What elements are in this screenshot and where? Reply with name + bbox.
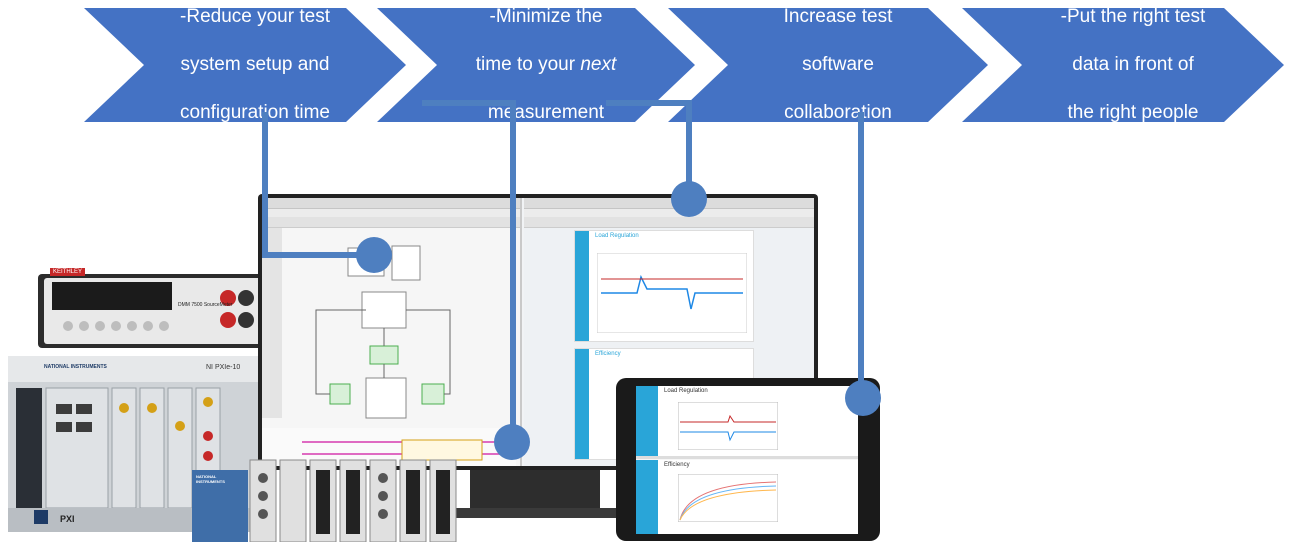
tablet-load-regulation-panel: Load Regulation	[636, 386, 858, 459]
pxi-brand: NATIONAL INSTRUMENTS	[44, 364, 107, 370]
step-3-line-2: software	[802, 54, 874, 75]
tablet-efficiency-graph	[678, 474, 778, 522]
tablet: Load Regulation Efficiency	[616, 378, 880, 541]
load-regulation-title: Load Regulation	[595, 233, 639, 239]
monitor-stand	[470, 470, 600, 510]
step-4-line-1: -Put the right test	[1060, 6, 1206, 27]
connector-4-dot	[845, 380, 881, 416]
panel-accent-bar-2	[575, 349, 589, 459]
window-menubar-right	[524, 209, 814, 217]
load-regulation-graph	[597, 253, 747, 333]
step-chevron-4: -Put the right test data in front of the…	[962, 6, 1284, 123]
step-chevron-3: Increase test software collaboration	[668, 6, 988, 123]
step-3-line-3: collaboration	[784, 102, 892, 123]
tablet-load-regulation-title: Load Regulation	[664, 388, 708, 394]
connector-1-horizontal	[262, 252, 374, 258]
step-2-line-3: measurement	[487, 102, 605, 123]
connector-4-vertical	[858, 112, 864, 398]
step-chevron-1: -Reduce your test system setup and confi…	[84, 6, 406, 123]
step-1-line-1: -Reduce your test	[180, 6, 330, 27]
step-1-line-3: configuration time	[180, 102, 330, 123]
pxi-label: PXI	[60, 514, 75, 524]
connector-3-dot	[671, 181, 707, 217]
connector-3-horizontal	[606, 100, 692, 106]
step-chevron-2: -Minimize the time to your next measurem…	[377, 6, 695, 123]
load-regulation-panel: Load Regulation	[574, 230, 754, 342]
window-titlebar-right	[524, 198, 814, 209]
step-1-line-2: system setup and	[180, 54, 330, 75]
tablet-screen: Load Regulation Efficiency	[636, 386, 858, 534]
tablet-efficiency-title: Efficiency	[664, 462, 690, 468]
block-diagram-window	[262, 198, 522, 466]
tablet-efficiency-panel: Efficiency	[636, 460, 858, 534]
panel-accent-bar	[575, 231, 589, 341]
step-3-line-1: Increase test	[783, 6, 893, 27]
tablet-load-graph	[678, 402, 778, 450]
connector-3-vertical	[686, 100, 692, 196]
window-titlebar	[262, 198, 520, 209]
dmm-model: DMM 7500 SourceMeter	[178, 302, 233, 308]
compact-daq: NATIONAL INSTRUMENTS	[192, 456, 460, 543]
daq-brand: NATIONAL INSTRUMENTS	[196, 474, 225, 484]
pxi-model: NI PXIe-10	[206, 364, 241, 371]
window-toolbar-right	[524, 217, 814, 228]
monitor-base	[448, 508, 624, 518]
step-4-line-2: data in front of	[1072, 54, 1194, 75]
connector-2-dot	[494, 424, 530, 460]
window-toolbar	[262, 217, 520, 228]
connector-2-horizontal	[422, 100, 516, 106]
step-2-line-2a: time to your	[475, 54, 581, 75]
dmm-brand: KEITHLEY	[50, 268, 86, 276]
window-menubar	[262, 209, 520, 217]
step-4-line-3: the right people	[1067, 102, 1199, 123]
tablet-accent-bar	[636, 386, 658, 456]
step-2-line-1: -Minimize the	[489, 6, 603, 27]
tablet-accent-bar-2	[636, 460, 658, 534]
step-2-line-2b: next	[580, 54, 617, 75]
connector-1-dot	[356, 237, 392, 273]
connector-1-vertical	[262, 112, 268, 258]
dmm-instrument: KEITHLEY DMM 7500 SourceMeter	[38, 268, 268, 348]
efficiency-title: Efficiency	[595, 351, 621, 357]
connector-2-vertical	[510, 100, 516, 440]
step-2-line-2: time to your next	[476, 53, 616, 77]
